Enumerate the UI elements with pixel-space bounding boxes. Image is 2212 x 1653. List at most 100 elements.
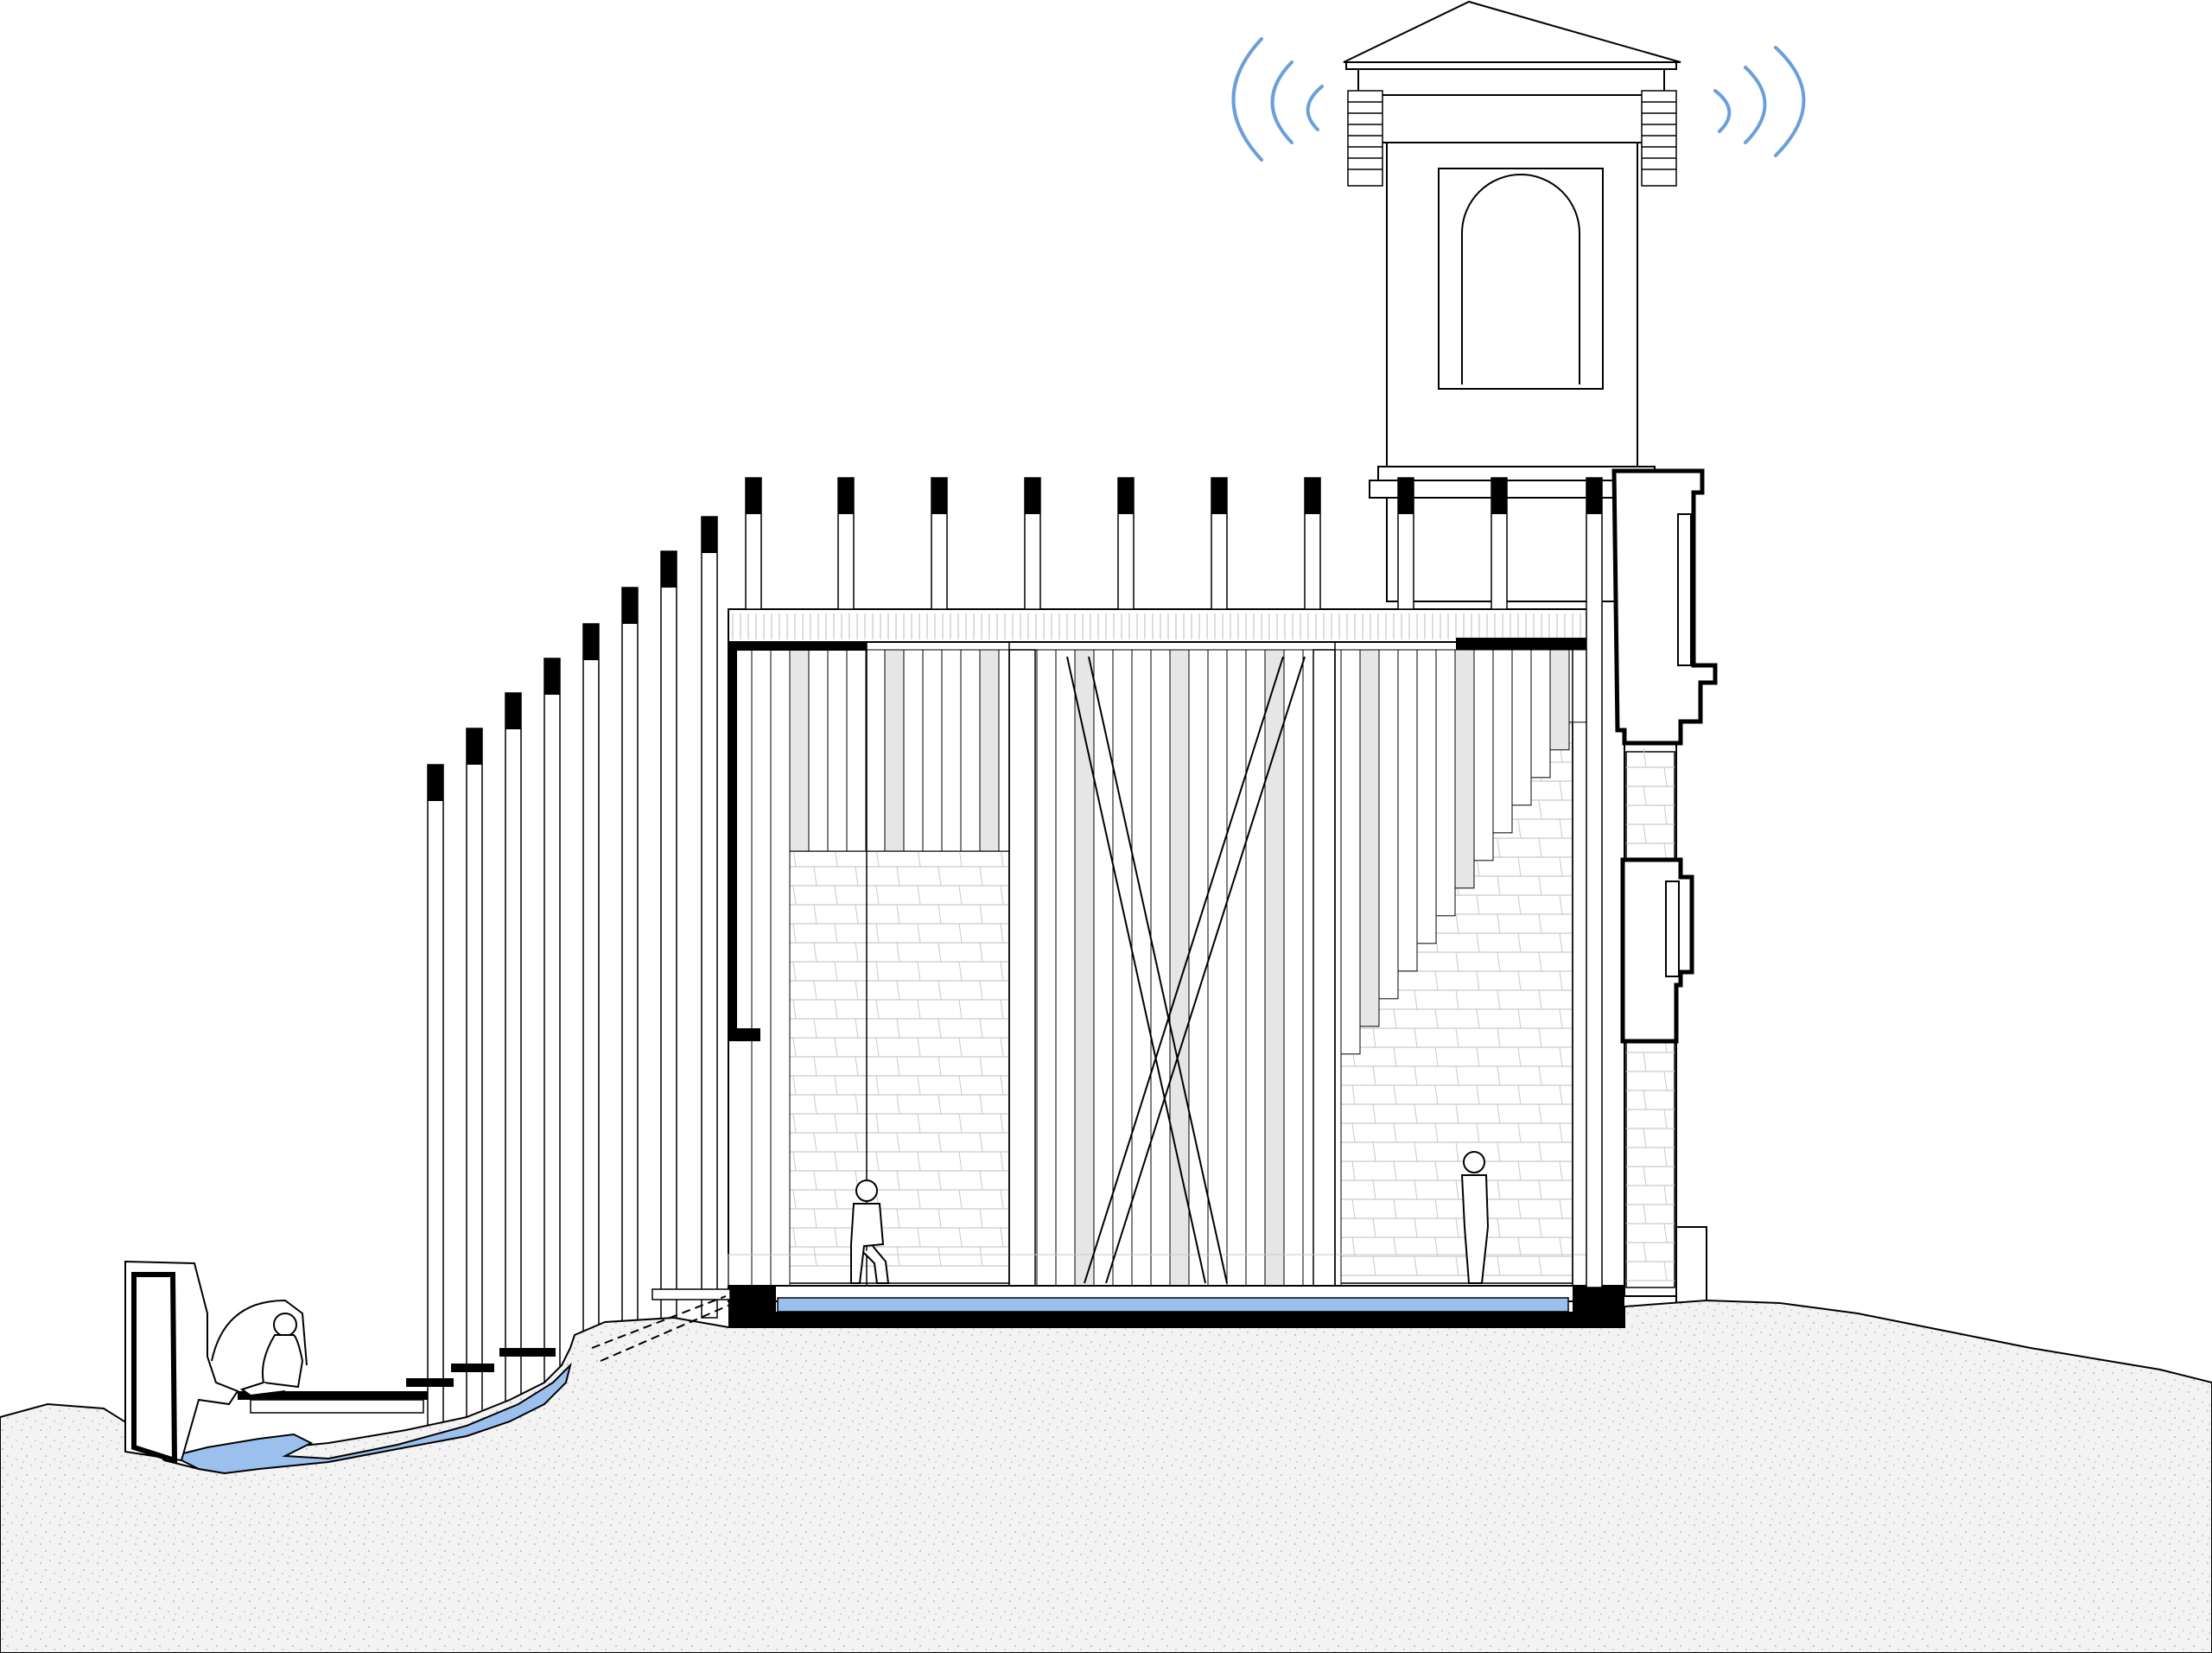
stone-joint (813, 1056, 817, 1077)
stone-joint (1372, 1027, 1376, 1048)
stone-joint (1663, 1147, 1668, 1167)
stone-joint (896, 904, 900, 925)
stone-joint (1538, 1027, 1542, 1048)
post-cap (1211, 478, 1227, 514)
stone-joint (792, 1151, 797, 1172)
sound-waves-icon (1306, 85, 1324, 131)
stone-joint (1393, 1198, 1397, 1219)
stone-joint (1538, 1217, 1542, 1238)
dashed-stair-line-1 (591, 1295, 727, 1349)
stone-joint (792, 1189, 797, 1210)
stone-joint (834, 961, 838, 982)
timber-slat (1416, 649, 1437, 944)
stone-joint (1643, 823, 1647, 844)
stone-joint (938, 1208, 942, 1229)
stone-joint (917, 1075, 921, 1096)
post-cap (583, 624, 599, 660)
post-cap (622, 588, 638, 624)
stone-joint (1372, 1217, 1376, 1238)
stone-joint (1538, 951, 1542, 972)
stone-joint (1455, 1256, 1459, 1276)
stone-joint (1559, 1122, 1563, 1143)
stone-joint (855, 866, 859, 887)
left-entrance (124, 1260, 308, 1465)
timber-slat (1226, 649, 1247, 1287)
chapel-plinth (1675, 1226, 1707, 1306)
stone-joint (1497, 875, 1501, 896)
exterior-post (543, 658, 561, 1401)
timber-slat (789, 649, 810, 852)
sound-waves-right (1713, 46, 1806, 157)
timber-slat (941, 649, 962, 852)
stone-joint (1351, 1122, 1356, 1143)
stone-joint (792, 961, 797, 982)
stone-joint (1414, 1179, 1418, 1200)
stone-joint (979, 1208, 983, 1229)
stone-joint (792, 923, 797, 944)
stone-joint (1476, 970, 1480, 991)
person-head (855, 1179, 878, 1202)
stone-joint (1455, 913, 1459, 934)
timber-slat (1378, 649, 1399, 1000)
stone-joint (1517, 970, 1522, 991)
stone-joint (1434, 1160, 1439, 1181)
stone-joint (792, 1037, 797, 1058)
stone-joint (1372, 1179, 1376, 1200)
stone-joint (1517, 932, 1522, 953)
stone-joint (1414, 1256, 1418, 1276)
post-cap (1305, 478, 1320, 514)
stone-joint (1372, 1256, 1376, 1276)
stone-joint (1663, 1261, 1668, 1281)
post-cap (1586, 478, 1602, 514)
stone-joint (1497, 1065, 1501, 1086)
stone-joint (1476, 1084, 1480, 1105)
stone-joint (1372, 1103, 1376, 1124)
timber-slat (1150, 649, 1171, 1287)
stone-joint (917, 923, 921, 944)
stone-joint (958, 1189, 963, 1210)
timber-slat (1549, 649, 1570, 751)
stone-joint (875, 1113, 880, 1134)
stone-joint (1434, 1122, 1439, 1143)
tower-arched-window (1461, 174, 1580, 385)
stone-joint (1351, 1198, 1356, 1219)
stone-joint (1455, 989, 1459, 1010)
stone-joint (855, 904, 859, 925)
stone-joint (917, 1037, 921, 1058)
stone-joint (1393, 1046, 1397, 1067)
stone-joint (1559, 780, 1563, 801)
stone-joint (979, 1094, 983, 1115)
stone-joint (1393, 1122, 1397, 1143)
stone-joint (1497, 1256, 1501, 1276)
stone-joint (979, 980, 983, 1001)
stone-joint (1414, 989, 1418, 1010)
person-head (1463, 1151, 1485, 1173)
stone-joint (813, 1094, 817, 1115)
stone-joint (1559, 1084, 1563, 1105)
stone-joint (1476, 1008, 1480, 1029)
speaker-lines-right (1642, 101, 1676, 170)
post-cap (467, 728, 482, 765)
cross-bracing (1066, 656, 1306, 1284)
tower-window-frame (1438, 168, 1604, 390)
stone-joint (1663, 1071, 1668, 1091)
stone-joint (813, 1246, 817, 1267)
stone-joint (979, 904, 983, 925)
stone-joint (875, 1075, 880, 1096)
post-cap (1398, 478, 1414, 514)
stone-joint (875, 1151, 880, 1172)
stone-joint (1538, 1103, 1542, 1124)
stone-joint (1476, 1046, 1480, 1067)
stone-joint (1663, 766, 1668, 787)
exterior-post (701, 516, 718, 1319)
stone-joint (875, 961, 880, 982)
stone-joint (1000, 999, 1004, 1020)
stone-joint (938, 1246, 942, 1267)
stone-joint (1476, 932, 1480, 953)
stone-joint (958, 1037, 963, 1058)
timber-slat (1036, 649, 1057, 1287)
roof-beam-hatching (732, 614, 1581, 639)
deck-2 (652, 1288, 731, 1300)
stone-joint (792, 1113, 797, 1134)
stone-joint (1000, 1075, 1004, 1096)
